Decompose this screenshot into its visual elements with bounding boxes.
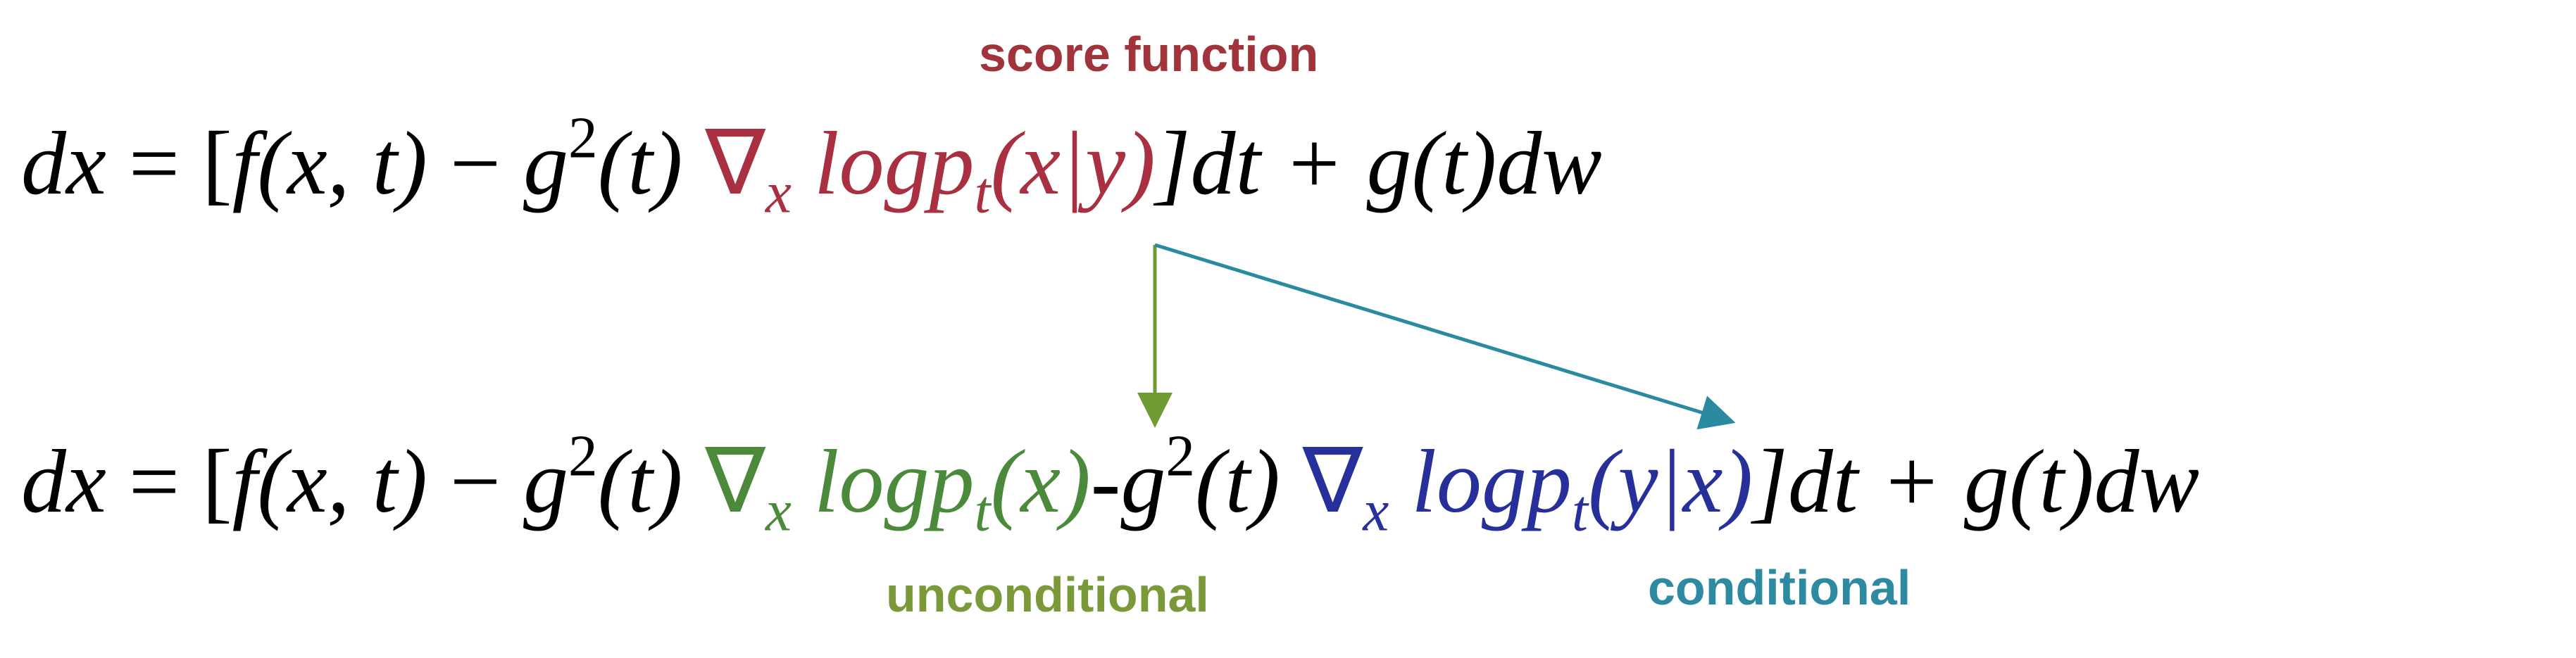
eq-top-g-arg: (t) <box>597 113 706 213</box>
score-term: ∇x logpt(x|y) <box>705 113 1156 222</box>
nabla-icon: ∇ <box>1302 431 1363 531</box>
eq-top-p-sub: t <box>974 160 991 225</box>
eq-top-equals: = [ <box>106 113 232 213</box>
score-function-label: score function <box>979 27 1319 82</box>
equation-top: dx = [f(x, t) − g2(t) ∇x logpt(x|y)]dt +… <box>21 108 1602 222</box>
eq-bot-minus: − <box>427 431 523 531</box>
eq-bot-equals: = [ <box>106 431 232 531</box>
eq-bot-square2: 2 <box>1165 423 1195 488</box>
eq-top-logp: logp <box>791 113 975 213</box>
eq-top-lhs: dx <box>21 113 106 213</box>
eq-top-minus: − <box>427 113 523 213</box>
eq-bot-dash: - <box>1090 431 1121 531</box>
eq-bot-p2-sub: t <box>1571 478 1588 543</box>
eq-bot-p1-sub: t <box>974 478 991 543</box>
arrow-to-conditional <box>1154 243 1736 430</box>
eq-bot-g2-arg: (t) <box>1194 431 1303 531</box>
eq-bot-logp1: logp <box>791 431 975 531</box>
equation-bottom: dx = [f(x, t) − g2(t) ∇x logpt(x)-g2(t) … <box>21 426 2199 540</box>
eq-bot-f: f <box>232 431 258 531</box>
eq-top-f-args: (x, t) <box>257 113 427 213</box>
unconditional-term: ∇x logpt(x) <box>705 431 1091 540</box>
unconditional-label: unconditional <box>886 567 1209 622</box>
eq-bot-g-arg: (t) <box>597 431 706 531</box>
eq-top-f: f <box>232 113 258 213</box>
eq-top-nabla-sub: x <box>765 160 792 225</box>
eq-bot-f-args: (x, t) <box>257 431 427 531</box>
eq-bot-square: 2 <box>568 423 598 488</box>
conditional-label: conditional <box>1648 560 1911 615</box>
eq-top-tail: ]dt + g(t)dw <box>1155 113 1602 213</box>
eq-bot-g2: g <box>1120 431 1166 531</box>
eq-bot-logp2: logp <box>1389 431 1572 531</box>
eq-bot-p1-args: (x) <box>990 431 1091 531</box>
eq-top-p-args: (x|y) <box>990 113 1156 213</box>
eq-bot-tail: ]dt + g(t)dw <box>1753 431 2199 531</box>
eq-bot-nabla2-sub: x <box>1363 478 1389 543</box>
eq-bot-g: g <box>523 431 568 531</box>
nabla-icon: ∇ <box>705 113 766 213</box>
eq-bot-nabla1-sub: x <box>765 478 792 543</box>
eq-top-g: g <box>523 113 568 213</box>
conditional-term: ∇x logpt(y|x) <box>1302 431 1753 540</box>
nabla-icon: ∇ <box>705 431 766 531</box>
eq-bot-p2-args: (y|x) <box>1588 431 1753 531</box>
eq-top-square: 2 <box>568 105 598 170</box>
eq-bot-lhs: dx <box>21 431 106 531</box>
